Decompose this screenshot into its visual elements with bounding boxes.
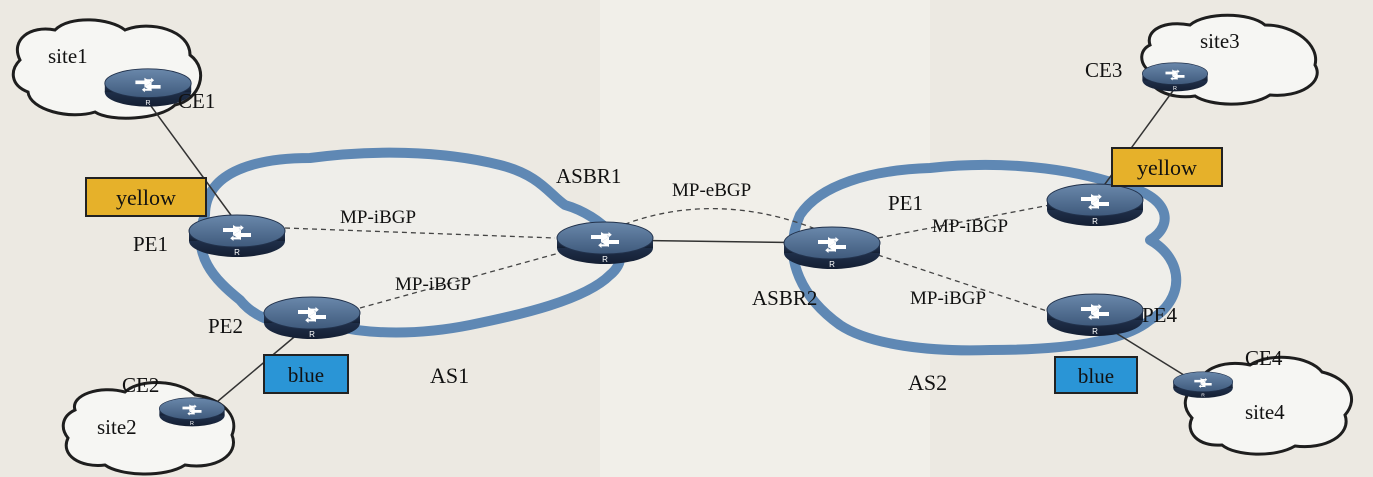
router-badge: R [1092,327,1098,336]
asbr2-label: ASBR2 [752,286,817,310]
router-ce3[interactable]: R [1142,62,1208,92]
site3-label: site3 [1200,29,1240,53]
pe1-left-label: PE1 [133,232,168,256]
session-label-pe2-asbr1: MP-iBGP [395,274,471,295]
router-badge: R [829,260,835,269]
as1-label: AS1 [430,363,469,388]
router-pe2[interactable]: R [263,296,361,339]
router-badge: R [234,248,240,257]
vrf-tag-yellow-right: yellow [1111,147,1223,187]
router-pe4[interactable]: R [1046,293,1144,336]
router-pe1-left[interactable]: R [188,214,286,257]
asbr1-label: ASBR1 [556,164,621,188]
ce2-label: CE2 [122,373,159,397]
ce3-label: CE3 [1085,58,1122,82]
session-label-pe1-asbr1: MP-iBGP [340,207,416,228]
vrf-blue-right-label: blue [1078,364,1114,388]
link-ce3-pe1 [1096,87,1176,196]
session-asbr1-asbr2 [599,208,831,236]
router-badge: R [145,98,150,107]
vrf-yellow-left-label: yellow [116,185,176,210]
ce1-label: CE1 [178,89,215,113]
session-pe1-asbr1 [284,227,556,239]
vrf-blue-left-label: blue [288,363,324,387]
router-asbr1[interactable]: R [556,221,654,264]
router-pe1-right[interactable]: R [1046,183,1144,226]
router-ce4[interactable]: R [1172,371,1234,399]
vrf-tag-blue-left: blue [263,354,349,394]
site1-label: site1 [48,44,88,68]
session-label-asbr2-pe4: MP-iBGP [910,288,986,309]
router-asbr2[interactable]: R [783,226,881,269]
session-asbr2-pe4 [877,254,1051,313]
router-badge: R [1201,393,1205,399]
link-ce1-pe1 [147,101,237,223]
router-badge: R [1092,217,1098,226]
as2-label: AS2 [908,370,947,395]
router-badge: R [1173,86,1177,92]
vrf-tag-blue-right: blue [1054,356,1138,394]
session-label-asbr1-asbr2: MP-eBGP [672,180,751,201]
pe2-label: PE2 [208,314,243,338]
site4-label: site4 [1245,400,1285,424]
vrf-tag-yellow-left: yellow [85,177,207,217]
router-badge: R [309,330,315,339]
site2-label: site2 [97,415,137,439]
session-asbr2-pe1 [877,204,1051,239]
session-label-asbr2-pe1: MP-iBGP [932,216,1008,237]
router-badge: R [190,421,194,427]
pe4-label: PE4 [1142,303,1178,327]
vrf-yellow-right-label: yellow [1137,155,1197,180]
bgp-sessions [284,204,1051,313]
pe1-right-label: PE1 [888,191,923,215]
router-badge: R [602,255,608,264]
ce4-label: CE4 [1245,346,1283,370]
session-pe2-asbr1 [359,249,571,309]
router-ce1[interactable]: R [104,68,192,107]
router-ce2[interactable]: R [159,397,225,427]
